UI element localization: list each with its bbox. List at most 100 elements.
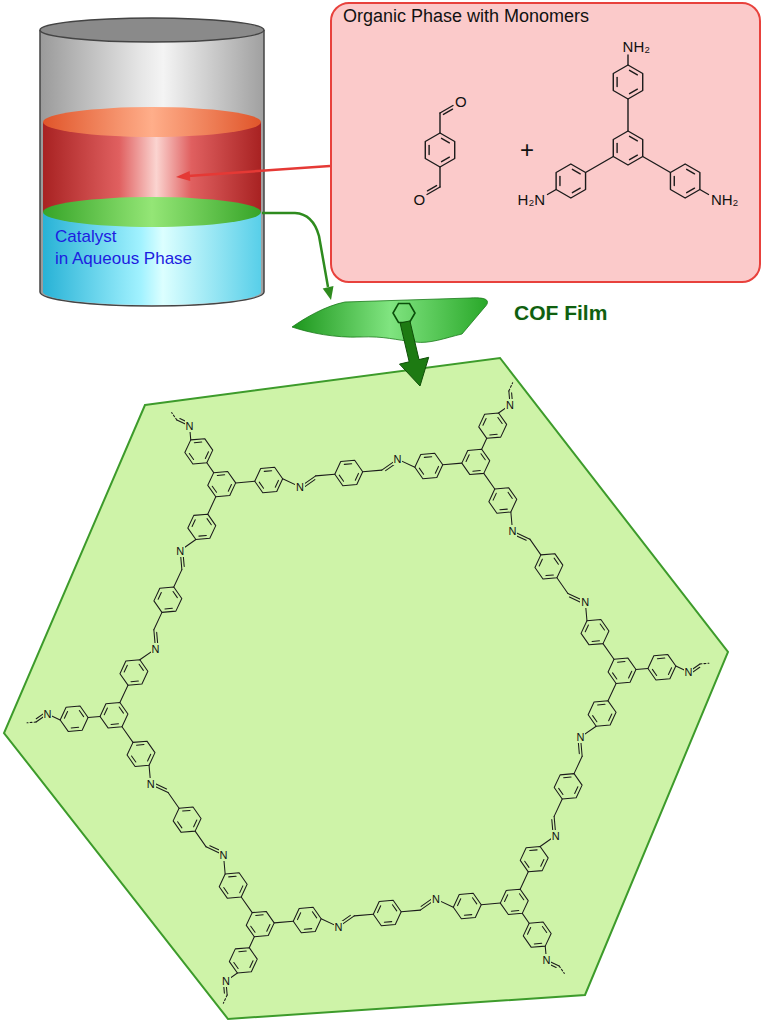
single-bond: [236, 481, 255, 483]
ring-double-bond: [519, 894, 523, 900]
ring-double-bond: [674, 176, 675, 185]
atom-label: N: [431, 893, 441, 905]
single-bond: [484, 473, 495, 489]
ring-double-bond: [525, 861, 529, 867]
ring-double-bond: [483, 418, 486, 425]
ring-double-bond: [629, 671, 632, 678]
single-bond: [363, 470, 382, 472]
ring-double-bond: [609, 714, 612, 721]
single-bond: [643, 157, 671, 173]
atom-label: N: [393, 453, 403, 465]
benzene-ring: [588, 701, 616, 726]
panel-title: Organic Phase with Monomers: [343, 7, 589, 25]
chemical-structures: [27, 55, 709, 1003]
single-bond: [154, 612, 162, 629]
ring-double-bond: [424, 456, 431, 458]
ring-double-bond: [355, 473, 358, 480]
beaker-rim: [40, 18, 264, 42]
benzene-ring: [185, 439, 213, 464]
ring-double-bond: [473, 470, 480, 472]
atom-label: H₂N: [518, 192, 546, 207]
ring-double-bond: [600, 624, 604, 630]
atom-label: N: [43, 708, 53, 720]
ring-double-bond: [466, 455, 469, 462]
single-bond: [439, 113, 440, 133]
benzene-ring: [500, 889, 528, 914]
pointer-arrow-line: [188, 166, 330, 176]
ring-double-bond: [630, 136, 638, 141]
benzene-ring: [415, 453, 443, 478]
ring-double-bond: [194, 820, 197, 827]
single-bond: [700, 190, 709, 195]
benzene-ring: [489, 488, 517, 513]
ring-double-bond: [183, 810, 190, 812]
ring-double-bond: [554, 558, 558, 564]
ring-double-bond: [687, 169, 695, 174]
ring-double-bond: [212, 486, 216, 492]
ring-double-bond: [630, 155, 638, 160]
single-bond: [603, 644, 614, 660]
single-bond: [481, 903, 500, 905]
carbonyl-bond: [443, 109, 452, 114]
interface-arrow-line: [262, 213, 328, 287]
ring-double-bond: [616, 77, 617, 86]
monomer-panel-box: [331, 3, 760, 282]
ring-double-bond: [194, 442, 201, 444]
continuation-bond: [700, 663, 709, 665]
ring-double-bond: [572, 188, 580, 193]
ring-double-bond: [490, 434, 497, 436]
ring-double-bond: [630, 70, 638, 75]
ring-double-bond: [199, 535, 206, 537]
single-bond: [241, 897, 252, 913]
imine-bond: [154, 783, 166, 789]
continuation-bond: [559, 966, 564, 973]
ring-double-bond: [217, 474, 224, 476]
ring-double-bond: [652, 669, 656, 675]
single-bond: [547, 190, 556, 195]
film-label: COF Film: [510, 299, 611, 327]
benzene-ring: [425, 133, 454, 167]
ring-double-bond: [630, 89, 638, 94]
ring-double-bond: [64, 712, 67, 719]
zoom-arrow: [400, 321, 429, 386]
benzene-ring: [208, 471, 236, 496]
continuation-bond: [509, 383, 513, 391]
ring-double-bond: [250, 961, 253, 968]
benzene-ring: [556, 164, 585, 198]
single-bond: [274, 921, 293, 923]
ring-double-bond: [178, 822, 182, 828]
ring-double-bond: [165, 608, 172, 610]
ring-double-bond: [472, 898, 476, 904]
monomer-panel: Organic Phase with Monomers+OONH₂H₂NNH₂: [331, 3, 760, 282]
ring-double-bond: [572, 169, 580, 174]
single-bond: [120, 685, 128, 702]
atom-label: N: [334, 921, 344, 933]
ring-double-bond: [312, 912, 316, 918]
continuation-bond: [223, 995, 227, 1003]
benzene-ring: [255, 467, 283, 492]
ring-double-bond: [493, 493, 496, 500]
single-bond: [627, 55, 628, 65]
benzene-ring: [173, 807, 201, 832]
ring-double-bond: [228, 485, 231, 492]
ring-double-bond: [534, 943, 541, 945]
ring-double-bond: [132, 756, 136, 762]
single-bond: [627, 99, 628, 131]
ring-double-bond: [224, 888, 228, 894]
beaker-glass: [40, 30, 264, 306]
ring-double-bond: [264, 470, 271, 472]
ring-double-bond: [616, 143, 617, 152]
atom-label: N: [175, 545, 185, 557]
single-bond: [482, 438, 487, 449]
single-bond: [168, 793, 179, 809]
interface-arrowhead: [323, 286, 334, 300]
single-bond: [401, 910, 420, 912]
benzene-ring: [60, 706, 88, 731]
benzene-ring: [581, 619, 609, 644]
carbonyl-bond: [427, 186, 436, 191]
ring-double-bond: [542, 926, 546, 932]
line-spacer: [120, 226, 235, 248]
ring-double-bond: [207, 519, 211, 525]
benzene-ring: [520, 846, 548, 871]
ring-double-bond: [592, 640, 599, 642]
